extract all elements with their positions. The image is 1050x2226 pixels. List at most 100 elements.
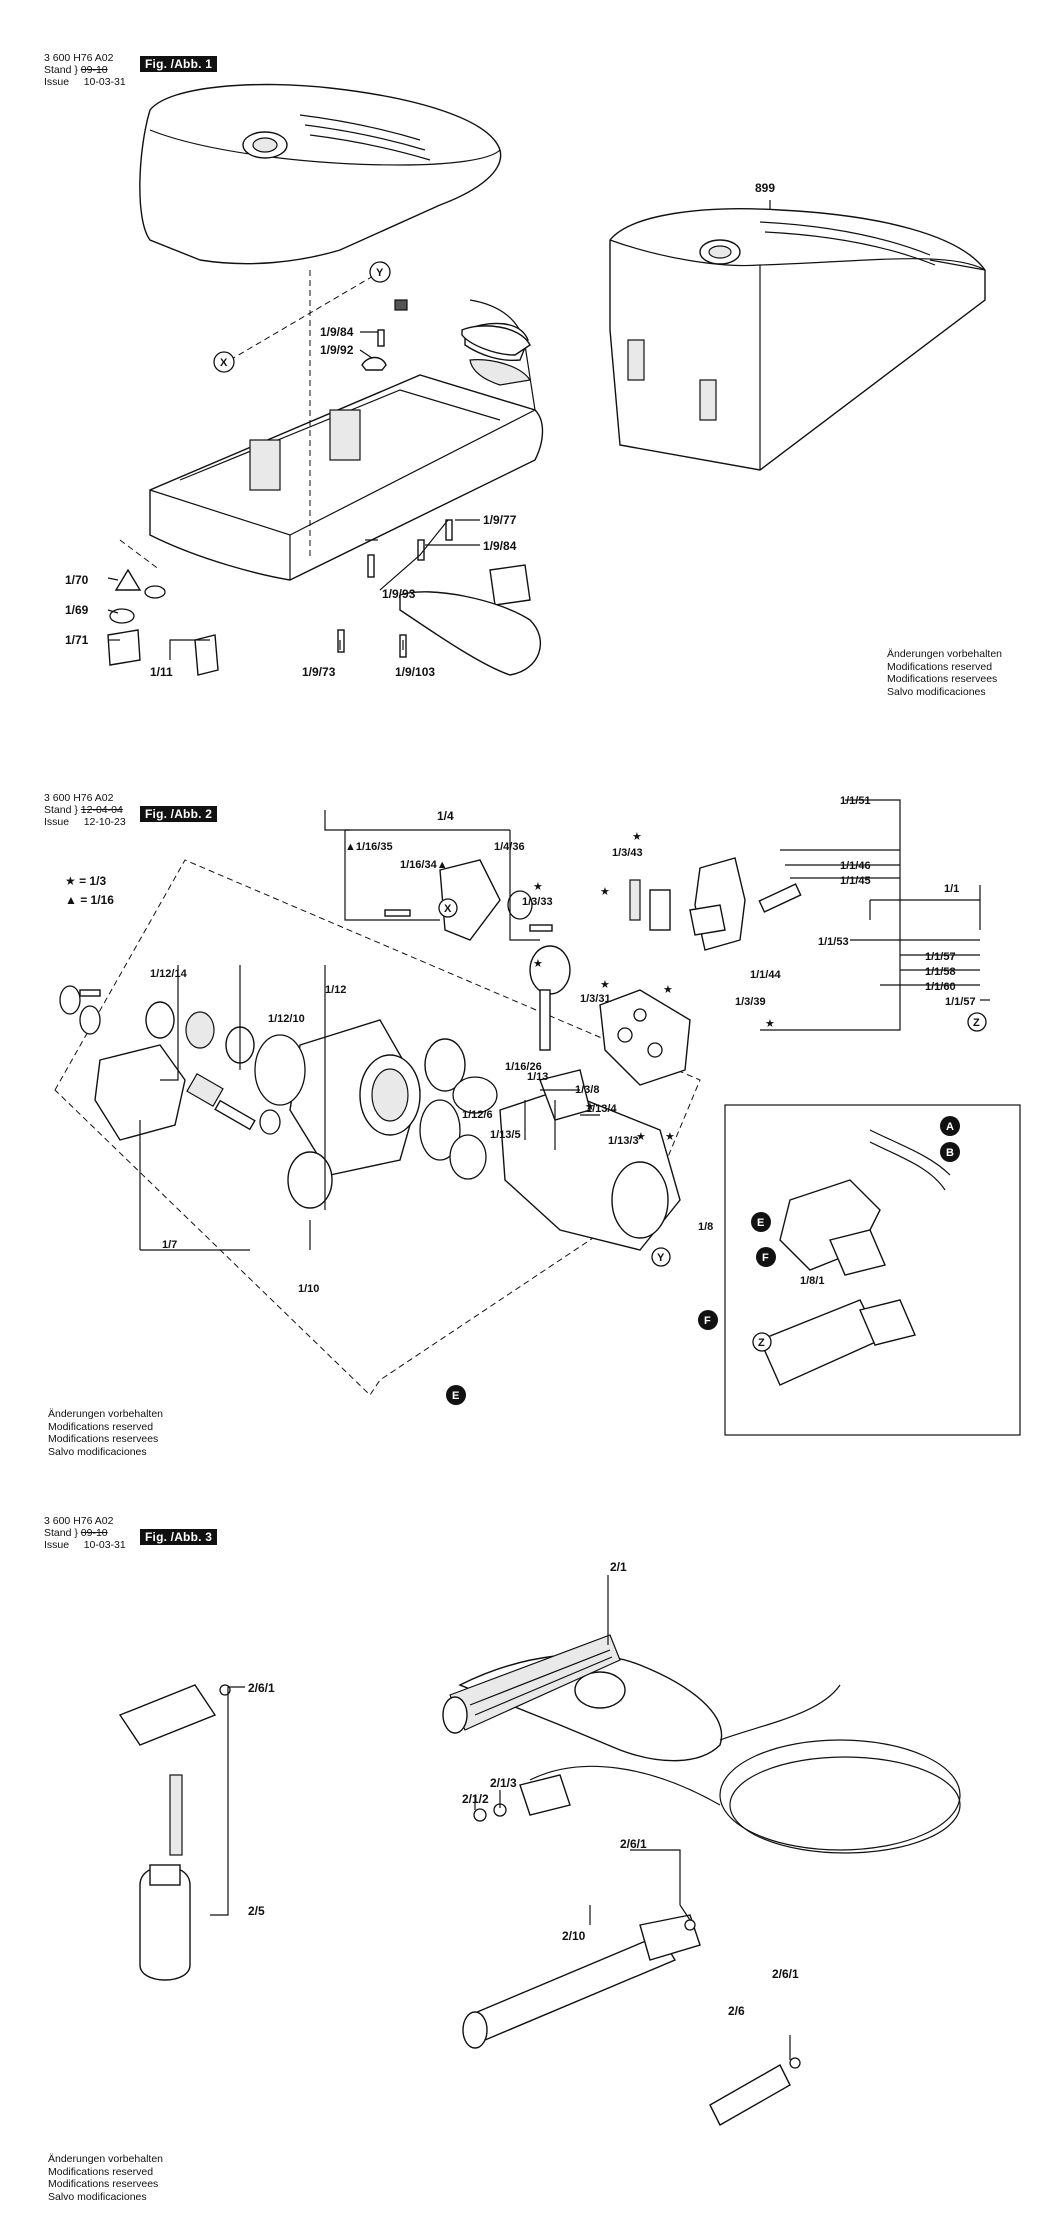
screw <box>377 329 385 347</box>
star-mark: ★ <box>765 1018 775 1030</box>
part-label-1-12-10: 1/12/10 <box>268 1013 305 1025</box>
connector-1-71 <box>107 629 141 666</box>
part-label-1-4: 1/4 <box>437 809 454 823</box>
oring <box>144 585 166 599</box>
top-cover <box>139 83 502 265</box>
stand-label: Stand <box>44 804 72 816</box>
notice-es: Salvo modificaciones <box>887 685 986 698</box>
stand-old-date: 09-10 <box>80 1527 108 1539</box>
screw <box>445 519 453 541</box>
stand-old-date: 09-10 <box>80 64 108 76</box>
callout-circle-f <box>698 1310 718 1330</box>
figure-3-drawing: 2/1 2/6/1 2/5 2/1/3 2/1/2 2/6/1 2/10 2/6… <box>118 1560 961 2126</box>
part-label-1-4-36: 1/4/36 <box>494 841 525 853</box>
part-label-1-8: 1/8 <box>698 1221 713 1233</box>
callout-f: F <box>704 1315 711 1327</box>
part-label-1-16-26: 1/16/26 <box>505 1061 542 1073</box>
part-label-2-6-1-b: 2/6/1 <box>620 1837 647 1851</box>
detergent-bottle-2-5 <box>118 1684 231 1981</box>
part-label-1-12-14: 1/12/14 <box>150 968 188 980</box>
part-label-2-6: 2/6 <box>728 2004 745 2018</box>
part-label-1-1-44: 1/1/44 <box>750 969 781 981</box>
part-label-1-13-5: 1/13/5 <box>490 1129 521 1141</box>
part-label-1-13: 1/13 <box>527 1071 548 1083</box>
spray-gun-2-1 <box>442 1634 723 1762</box>
issue-line: Issue 12-10-23 <box>44 816 126 828</box>
panel-1-8 <box>724 1104 1021 1436</box>
part-label-1-10: 1/10 <box>298 1283 319 1295</box>
part-label-1-13-4: 1/13/4 <box>586 1103 617 1115</box>
part-label-1-1-51: 1/1/51 <box>840 795 871 807</box>
bolt-1-16-26 <box>539 989 551 1051</box>
gear-1-10 <box>287 1151 333 1209</box>
piston <box>649 889 671 931</box>
part-label-1-13-3: 1/13/3 <box>608 1135 639 1147</box>
callout-circle-a <box>940 1116 960 1136</box>
notice: Änderungen vorbehalten Modifications res… <box>48 1408 163 1458</box>
figure-3-header: 3 600 H76 A02 Stand } 09-10 Issue 10-03-… <box>44 1515 126 1551</box>
callout-x: X <box>444 903 452 915</box>
part-label-1-9-84-top: 1/9/84 <box>320 325 354 339</box>
nozzle-2-6 <box>709 2057 801 2126</box>
small-clip <box>394 299 408 311</box>
callout-b: B <box>946 1147 954 1159</box>
hose-coil <box>719 1739 961 1851</box>
figure-2-drawing: 1/4 ▲1/16/35 1/16/34▲ 1/4/36 1/3/43 1/3/… <box>54 795 1021 1436</box>
screw <box>417 539 425 561</box>
notice-en: Modifications reserved <box>48 2165 154 2178</box>
notice-es: Salvo modificaciones <box>48 1445 147 1458</box>
pin <box>214 1099 256 1131</box>
stand-line: Stand } 12-04-04 <box>44 804 123 816</box>
callout-y: Y <box>376 267 384 279</box>
star-mark: ★ <box>632 831 642 843</box>
figure-badge: Fig. /Abb. 2 <box>140 806 218 822</box>
doc-number: 3 600 H76 A02 <box>44 1515 114 1527</box>
bearing <box>185 1011 215 1049</box>
diaphragm <box>529 945 571 995</box>
doc-number: 3 600 H76 A02 <box>44 792 114 804</box>
part-label-1-3-43: 1/3/43 <box>612 847 643 859</box>
axis-line <box>229 271 381 361</box>
part-label-1-7: 1/7 <box>162 1239 177 1251</box>
figure-3: 3 600 H76 A02 Stand } 09-10 Issue 10-03-… <box>0 1515 1050 2226</box>
star-mark: ★ <box>585 1101 595 1113</box>
part-label-2-1: 2/1 <box>610 1560 627 1574</box>
figure-2: 3 600 H76 A02 Stand } 12-04-04 Issue 12-… <box>0 780 1050 1480</box>
part-label-1-3-8: 1/3/8 <box>575 1084 599 1096</box>
part-label-1-9-103: 1/9/103 <box>395 665 435 679</box>
spring <box>186 1073 224 1107</box>
part-label-1-8-1: 1/8/1 <box>800 1275 824 1287</box>
callout-e: E <box>452 1390 459 1402</box>
screw <box>79 989 101 997</box>
callout-circle-e <box>446 1385 466 1405</box>
notice-fr: Modifications reservees <box>887 673 998 685</box>
handle-seal <box>469 359 532 386</box>
part-label-1-70: 1/70 <box>65 573 89 587</box>
star-mark: ★ <box>665 1131 675 1143</box>
part-label-1-12: 1/12 <box>325 984 346 996</box>
callout-x: X <box>220 357 228 369</box>
part-label-1-12-6: 1/12/6 <box>462 1109 493 1121</box>
callout-circle-x <box>438 898 458 918</box>
notice-en: Modifications reserved <box>887 660 993 673</box>
oring-1-12 <box>254 1034 306 1106</box>
part-label-1-1-46: 1/1/46 <box>840 860 871 872</box>
part-label-1-71: 1/71 <box>65 633 89 647</box>
callout-z: Z <box>973 1017 980 1029</box>
stand-label: Stand <box>44 64 72 76</box>
star-mark: ★ <box>533 958 543 970</box>
fitting-1-70 <box>114 568 142 591</box>
part-label-1-16-34: 1/16/34▲ <box>400 859 448 871</box>
figure-badge: Fig. /Abb. 1 <box>140 56 218 72</box>
part-label-2-5: 2/5 <box>248 1904 265 1918</box>
callout-circle-z <box>752 1332 772 1352</box>
callout-circle-z <box>967 1012 987 1032</box>
notice-en: Modifications reserved <box>48 1420 154 1433</box>
issue-date: 10-03-31 <box>83 76 126 88</box>
callout-circle-y <box>369 261 391 283</box>
legend-triangle: ▲ = 1/16 <box>65 893 114 907</box>
part-label-1-3-39: 1/3/39 <box>735 996 766 1008</box>
issue-line: Issue 10-03-31 <box>44 1539 126 1551</box>
stand-old-date: 12-04-04 <box>80 804 123 816</box>
nipple-1-11 <box>194 634 219 676</box>
